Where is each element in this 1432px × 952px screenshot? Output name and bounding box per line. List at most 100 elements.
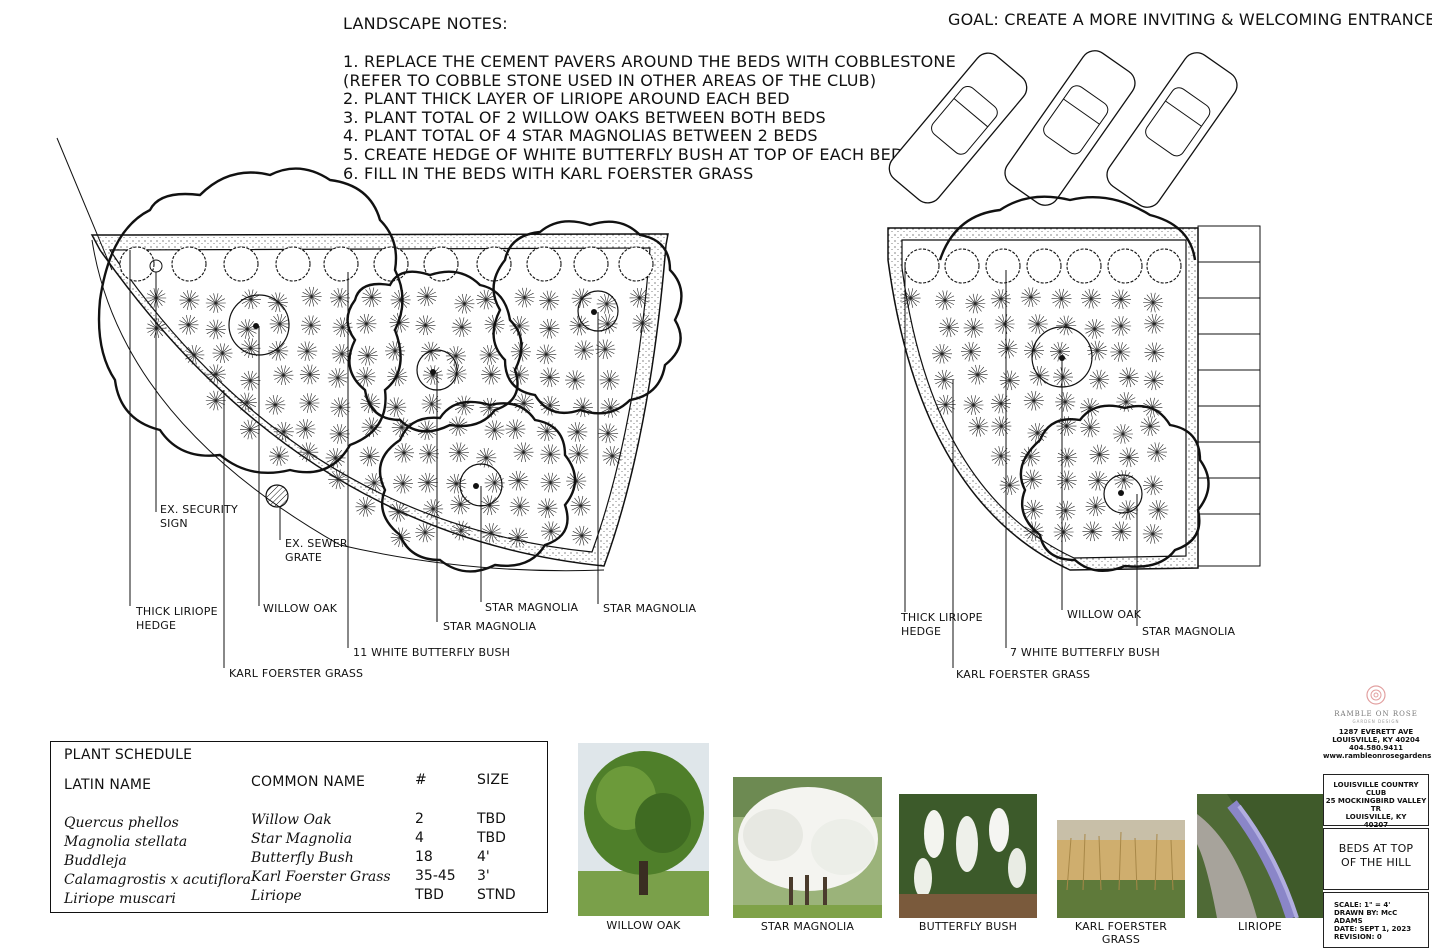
drawing-meta: SCALE: 1" = 4' DRAWN BY: McC ADAMS DATE:… <box>1334 901 1412 941</box>
count-column: 2 4 18 35-45 TBD <box>415 810 456 905</box>
grass-symbol <box>1020 287 1041 307</box>
grass-symbol <box>184 345 205 365</box>
common-name: Star Magnolia <box>251 831 353 847</box>
grass-symbol <box>481 523 502 543</box>
grass-symbol <box>240 370 261 391</box>
grass-symbol <box>565 370 586 390</box>
grass-symbol <box>1020 446 1041 467</box>
grass-symbol <box>1142 524 1163 544</box>
grass-symbol <box>540 472 561 493</box>
grass-symbol <box>1089 444 1110 465</box>
star-magnolia-canopy <box>492 220 683 415</box>
common-name: Willow Oak <box>251 812 332 828</box>
note-item: 6. FILL IN THE BEDS WITH KARL FOERSTER G… <box>343 163 754 183</box>
grass-symbol <box>596 294 617 314</box>
grass-symbol <box>295 419 316 439</box>
grass-symbol <box>298 442 319 463</box>
grass-symbol <box>1079 398 1101 418</box>
title-block: RAMBLE ON ROSE GARDEN DESIGN 1287 EVERET… <box>1323 682 1432 948</box>
grass-symbol <box>268 446 290 466</box>
note-item: 4. PLANT TOTAL OF 4 STAR MAGNOLIAS BETWE… <box>343 126 818 146</box>
callout-star-magnolia: STAR MAGNOLIA <box>1142 625 1236 638</box>
plant-schedule: PLANT SCHEDULE LATIN NAME COMMON NAME # … <box>50 741 548 913</box>
left-grass-field <box>146 286 653 548</box>
grass-symbol <box>599 370 620 390</box>
brand-name: RAMBLE ON ROSE <box>1334 710 1418 718</box>
grass-symbol <box>265 395 286 415</box>
client-box: LOUISVILLE COUNTRY CLUB 25 MOCKINGBIRD V… <box>1323 774 1429 829</box>
count-value: 2 <box>415 811 424 827</box>
brand-sub: GARDEN DESIGN <box>1352 719 1400 724</box>
grass-symbol <box>934 290 956 311</box>
grass-symbol <box>390 290 411 310</box>
grass-symbol <box>571 288 592 309</box>
grass-symbol <box>999 475 1020 495</box>
grass-symbol <box>451 317 472 337</box>
butterfly-bush-symbol <box>985 248 1021 284</box>
grass-symbol <box>1023 340 1045 361</box>
grass-symbol <box>990 393 1011 414</box>
star-magnolia-canopy <box>346 270 523 433</box>
grass-symbol <box>359 446 380 467</box>
grass-symbol <box>268 341 289 361</box>
right-grass-field <box>900 287 1169 544</box>
grass-symbol <box>960 341 982 362</box>
grass-symbol <box>297 341 318 361</box>
grass-symbol <box>573 340 595 360</box>
photo-label: WILLOW OAK <box>606 919 681 932</box>
client-info: LOUISVILLE COUNTRY CLUB 25 MOCKINGBIRD V… <box>1325 781 1427 829</box>
count-value: 18 <box>415 849 433 865</box>
left-bed-edge <box>91 239 605 572</box>
butterfly-bush-symbol <box>119 246 155 282</box>
right-bed <box>887 195 1261 668</box>
callout-karl-grass: KARL FOERSTER GRASS <box>956 668 1091 681</box>
latin-name: Liriope muscari <box>64 891 176 907</box>
grass-symbol <box>1110 289 1132 310</box>
header-common: COMMON NAME <box>251 774 366 790</box>
grass-symbol <box>1023 499 1044 520</box>
size-value: TBD <box>477 830 506 846</box>
karl-grass-photo <box>1057 820 1185 918</box>
grass-symbol <box>600 398 621 418</box>
callout-security-sign: EX. SECURITY SIGN <box>160 503 238 530</box>
butterfly-bush-symbol <box>1146 248 1182 284</box>
grass-symbol <box>1053 522 1074 542</box>
grass-symbol <box>1143 475 1164 496</box>
grass-symbol <box>537 498 558 518</box>
header-size: SIZE <box>477 772 510 788</box>
grass-symbol <box>1118 447 1139 468</box>
butterfly-bush-symbol <box>944 248 980 284</box>
size-column: TBD TBD 4' 3' STND <box>477 810 516 905</box>
grass-symbol <box>1027 314 1048 334</box>
right-pavers <box>1197 225 1261 567</box>
grass-symbol <box>539 290 560 311</box>
count-value: 35-45 <box>415 868 456 884</box>
grass-symbol <box>328 469 349 490</box>
grass-symbol <box>1146 442 1168 462</box>
grass-symbol <box>569 315 590 336</box>
callout-karl-grass: KARL FOERSTER GRASS <box>229 667 364 680</box>
grass-symbol <box>446 364 467 384</box>
note-item: 1. REPLACE THE CEMENT PAVERS AROUND THE … <box>343 52 956 71</box>
grass-symbol <box>965 293 986 314</box>
grass-symbol <box>513 442 534 463</box>
grass-symbol <box>1085 496 1106 517</box>
grass-symbol <box>934 369 955 390</box>
latin-name: Magnolia stellata <box>64 834 188 850</box>
grass-symbol <box>632 313 653 333</box>
grass-symbol <box>1087 340 1108 361</box>
grass-symbol <box>571 525 592 546</box>
sheet-box: BEDS AT TOP OF THE HILL <box>1323 828 1429 890</box>
grass-symbol <box>484 420 505 440</box>
butterfly-bush-symbol <box>1107 248 1143 284</box>
callout-star-magnolia: STAR MAGNOLIA <box>485 601 579 614</box>
grass-symbol <box>1143 370 1164 391</box>
common-name: Butterfly Bush <box>251 850 354 866</box>
grass-symbol <box>505 419 526 439</box>
grass-symbol <box>386 397 407 417</box>
photo-label: LIRIOPE <box>1238 920 1282 933</box>
grass-symbol <box>570 495 591 516</box>
sheet-title: BEDS AT TOP OF THE HILL <box>1338 842 1414 869</box>
grass-symbol <box>269 314 290 334</box>
grass-symbol <box>508 470 529 491</box>
